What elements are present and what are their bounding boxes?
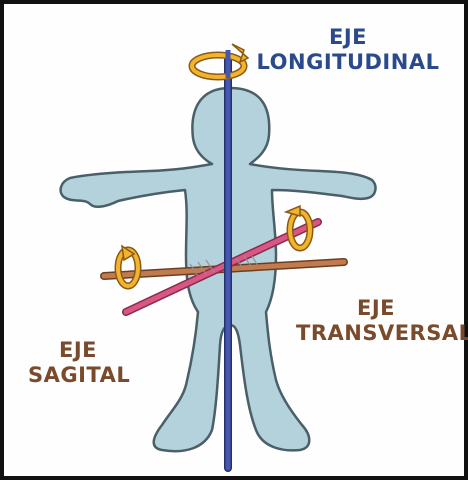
- label-longitudinal-line1: EJE: [248, 25, 448, 50]
- label-transversal-line1: EJE: [296, 296, 456, 321]
- label-sagital-line1: EJE: [28, 338, 128, 363]
- rotation-arrow-longitudinal-icon: [192, 44, 248, 78]
- label-longitudinal-line2: LONGITUDINAL: [248, 50, 448, 75]
- label-transversal-axis: EJE TRANSVERSAL: [296, 296, 456, 346]
- label-longitudinal-axis: EJE LONGITUDINAL: [248, 25, 448, 75]
- rotation-arrow-transversal-icon: [118, 246, 138, 286]
- label-sagital-line2: SAGITAL: [28, 363, 128, 388]
- label-sagital-axis: EJE SAGITAL: [28, 338, 128, 388]
- label-transversal-line2: TRANSVERSAL: [296, 321, 456, 346]
